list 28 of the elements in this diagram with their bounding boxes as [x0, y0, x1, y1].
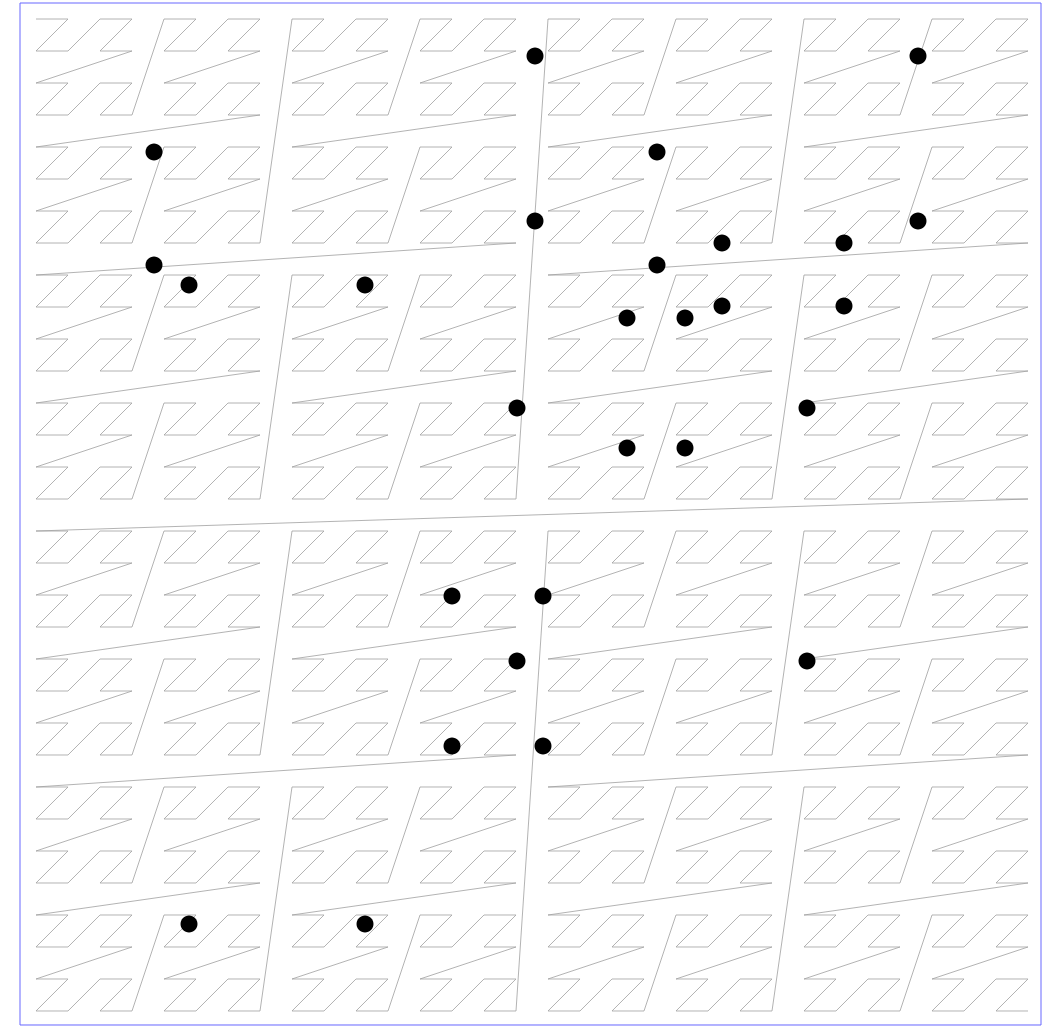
point-marker — [534, 587, 552, 605]
point-marker — [534, 737, 552, 755]
point-marker — [145, 256, 163, 274]
point-marker — [676, 439, 694, 457]
point-marker — [909, 47, 927, 65]
point-marker — [443, 737, 461, 755]
point-marker — [526, 212, 544, 230]
point-marker — [798, 399, 816, 417]
point-marker — [676, 309, 694, 327]
point-marker — [713, 234, 731, 252]
point-marker — [180, 276, 198, 294]
point-marker — [508, 399, 526, 417]
point-marker — [835, 234, 853, 252]
point-marker — [356, 915, 374, 933]
point-marker — [356, 276, 374, 294]
point-marker — [618, 439, 636, 457]
point-marker — [526, 47, 544, 65]
point-marker — [648, 256, 666, 274]
point-marker — [713, 297, 731, 315]
point-marker — [835, 297, 853, 315]
point-marker — [145, 143, 163, 161]
point-marker — [443, 587, 461, 605]
point-marker — [648, 143, 666, 161]
point-marker — [798, 652, 816, 670]
point-marker — [618, 309, 636, 327]
point-marker — [508, 652, 526, 670]
point-marker — [909, 212, 927, 230]
point-marker — [180, 915, 198, 933]
